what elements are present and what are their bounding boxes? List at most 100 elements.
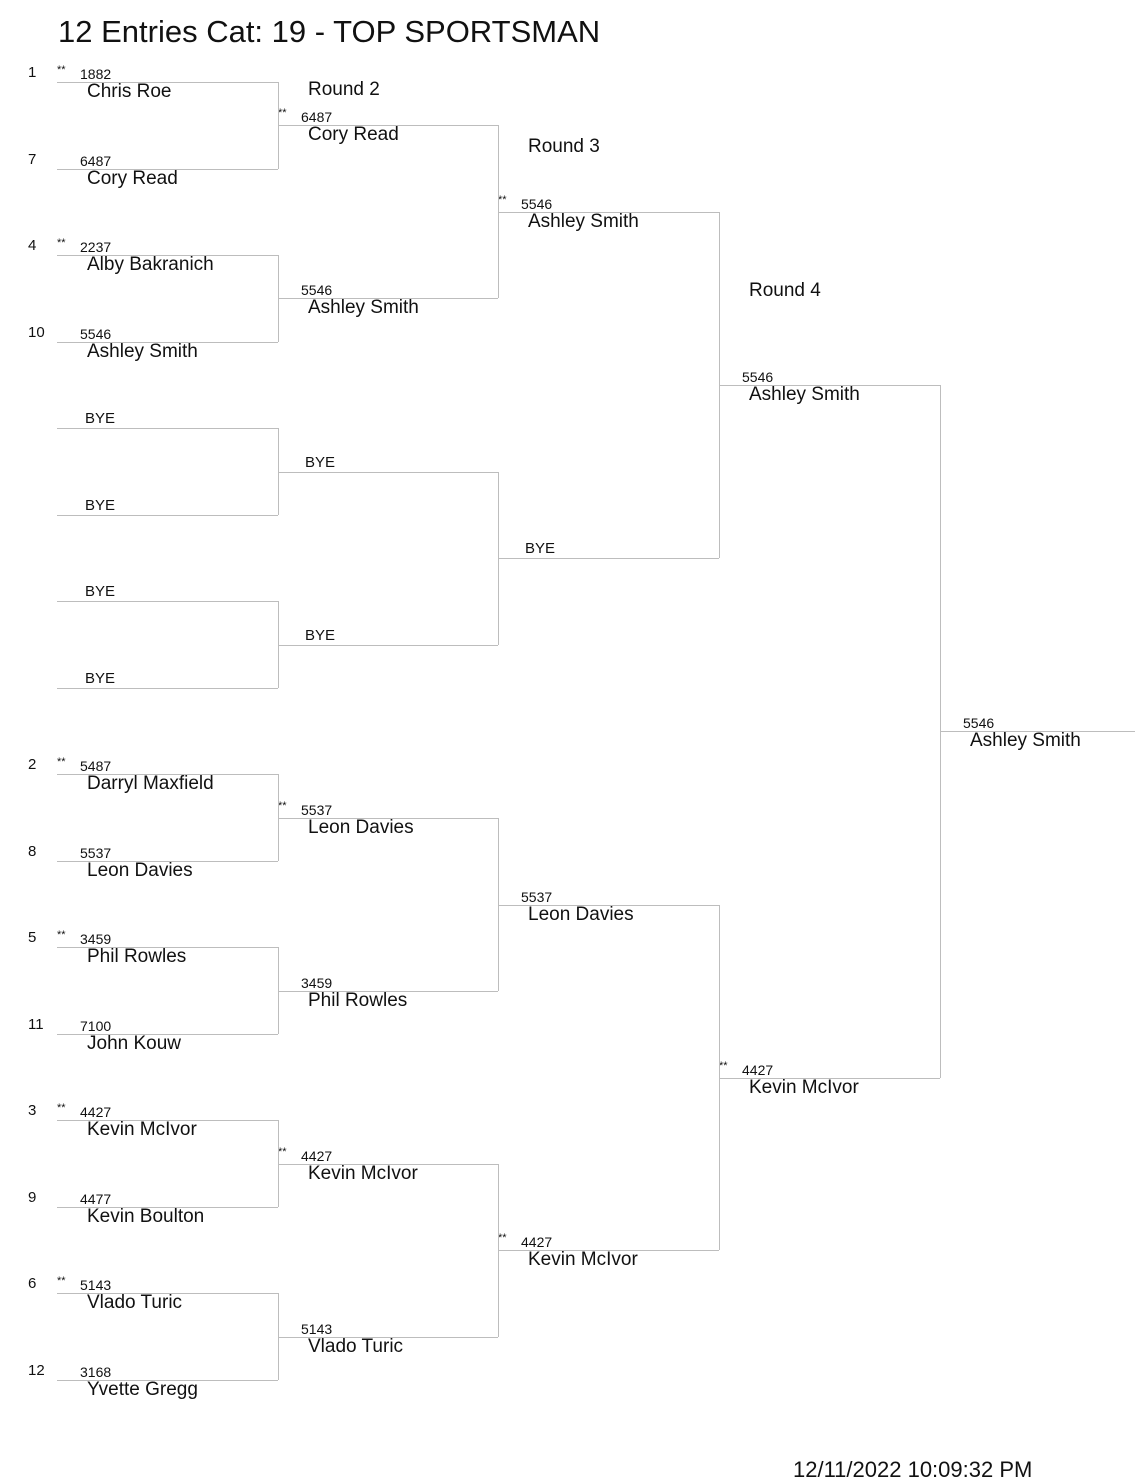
seed-marker: **	[57, 237, 66, 249]
car-number: 5546	[80, 326, 112, 342]
seed-number: 2	[28, 756, 37, 773]
bracket-connector	[278, 601, 279, 688]
car-number: 5537	[521, 889, 553, 905]
bracket-line	[278, 818, 498, 819]
competitor-name: Chris Roe	[87, 81, 172, 102]
bye-label: BYE	[85, 670, 116, 687]
car-number: 4427	[742, 1062, 774, 1078]
bracket-line	[57, 515, 278, 516]
seed-marker: **	[498, 1232, 507, 1244]
seed-number: 10	[28, 324, 45, 341]
round-4-label: Round 4	[749, 280, 821, 301]
seed-number: 3	[28, 1102, 37, 1119]
bracket-connector	[719, 212, 720, 558]
bracket-line	[278, 645, 498, 646]
seed-number: 5	[28, 929, 37, 946]
car-number: 5546	[742, 369, 774, 385]
bracket-line	[278, 298, 498, 299]
seed-number: 1	[28, 64, 37, 81]
bracket-line	[57, 774, 278, 775]
car-number: 5546	[301, 282, 333, 298]
competitor-name: Ashley Smith	[87, 341, 198, 362]
round-3-label: Round 3	[528, 136, 600, 157]
bracket-connector	[278, 428, 279, 515]
bracket-line	[57, 342, 278, 343]
competitor-name: Ashley Smith	[308, 297, 419, 318]
car-number: 3168	[80, 1364, 112, 1380]
bracket-line	[57, 255, 278, 256]
bracket-line	[57, 1293, 278, 1294]
seed-marker: **	[57, 1275, 66, 1287]
seed-number: 12	[28, 1362, 45, 1379]
competitor-name: Kevin Boulton	[87, 1206, 205, 1227]
car-number: 6487	[301, 109, 333, 125]
bracket-connector	[498, 1164, 499, 1337]
seed-marker: **	[57, 64, 66, 76]
seed-marker: **	[57, 929, 66, 941]
car-number: 5546	[963, 715, 995, 731]
bracket-line	[719, 385, 940, 386]
bracket-line	[57, 947, 278, 948]
bracket-line	[57, 1120, 278, 1121]
bracket-connector	[278, 1293, 279, 1380]
seed-marker: **	[719, 1060, 728, 1072]
car-number: 4427	[80, 1104, 112, 1120]
bracket-line	[278, 1337, 498, 1338]
bye-label: BYE	[85, 410, 116, 427]
seed-number: 9	[28, 1189, 37, 1206]
car-number: 5143	[80, 1277, 112, 1293]
competitor-name: Leon Davies	[87, 860, 193, 881]
bracket-line	[57, 861, 278, 862]
seed-marker: **	[278, 1146, 287, 1158]
bracket-line	[57, 169, 278, 170]
bracket-line	[57, 428, 278, 429]
car-number: 1882	[80, 66, 112, 82]
competitor-name: Vlado Turic	[87, 1292, 183, 1313]
seed-number: 6	[28, 1275, 37, 1292]
bracket-line	[57, 688, 278, 689]
car-number: 5143	[301, 1321, 333, 1337]
competitor-name: Cory Read	[87, 168, 178, 189]
competitor-name: Kevin McIvor	[308, 1163, 418, 1184]
competitor-name: Cory Read	[308, 124, 399, 145]
bracket-line	[57, 1380, 278, 1381]
competitor-name: Phil Rowles	[308, 990, 408, 1011]
seed-number: 8	[28, 843, 37, 860]
competitor-name: Kevin McIvor	[87, 1119, 197, 1140]
car-number: 2237	[80, 239, 112, 255]
competitor-name: Kevin McIvor	[528, 1249, 638, 1270]
bracket-connector	[278, 774, 279, 861]
seed-marker: **	[498, 194, 507, 206]
bracket-line	[57, 1034, 278, 1035]
car-number: 5537	[301, 802, 333, 818]
competitor-name: Alby Bakranich	[87, 254, 214, 275]
seed-number: 4	[28, 237, 37, 254]
seed-number: 7	[28, 151, 37, 168]
bracket-connector	[278, 255, 279, 342]
bye-label: BYE	[85, 497, 116, 514]
timestamp: 12/11/2022 10:09:32 PM	[793, 1457, 1033, 1482]
competitor-name: Ashley Smith	[970, 730, 1081, 751]
bracket-line	[278, 991, 498, 992]
competitor-name: Darryl Maxfield	[87, 773, 214, 794]
bracket-line	[57, 1207, 278, 1208]
bye-label: BYE	[525, 540, 556, 557]
competitor-name: Vlado Turic	[308, 1336, 404, 1357]
bracket-line	[57, 82, 278, 83]
bracket-connector	[278, 1120, 279, 1207]
competitor-name: Leon Davies	[308, 817, 414, 838]
car-number: 5487	[80, 758, 112, 774]
car-number: 3459	[80, 931, 112, 947]
car-number: 5546	[521, 196, 553, 212]
bracket-line	[278, 125, 498, 126]
bracket-line	[498, 1250, 719, 1251]
seed-marker: **	[57, 756, 66, 768]
bye-label: BYE	[305, 454, 336, 471]
bracket-connector	[498, 125, 499, 298]
bracket-connector	[278, 82, 279, 169]
bracket-line	[57, 601, 278, 602]
bye-label: BYE	[85, 583, 116, 600]
competitor-name: John Kouw	[87, 1033, 182, 1054]
competitor-name: Ashley Smith	[749, 384, 860, 405]
